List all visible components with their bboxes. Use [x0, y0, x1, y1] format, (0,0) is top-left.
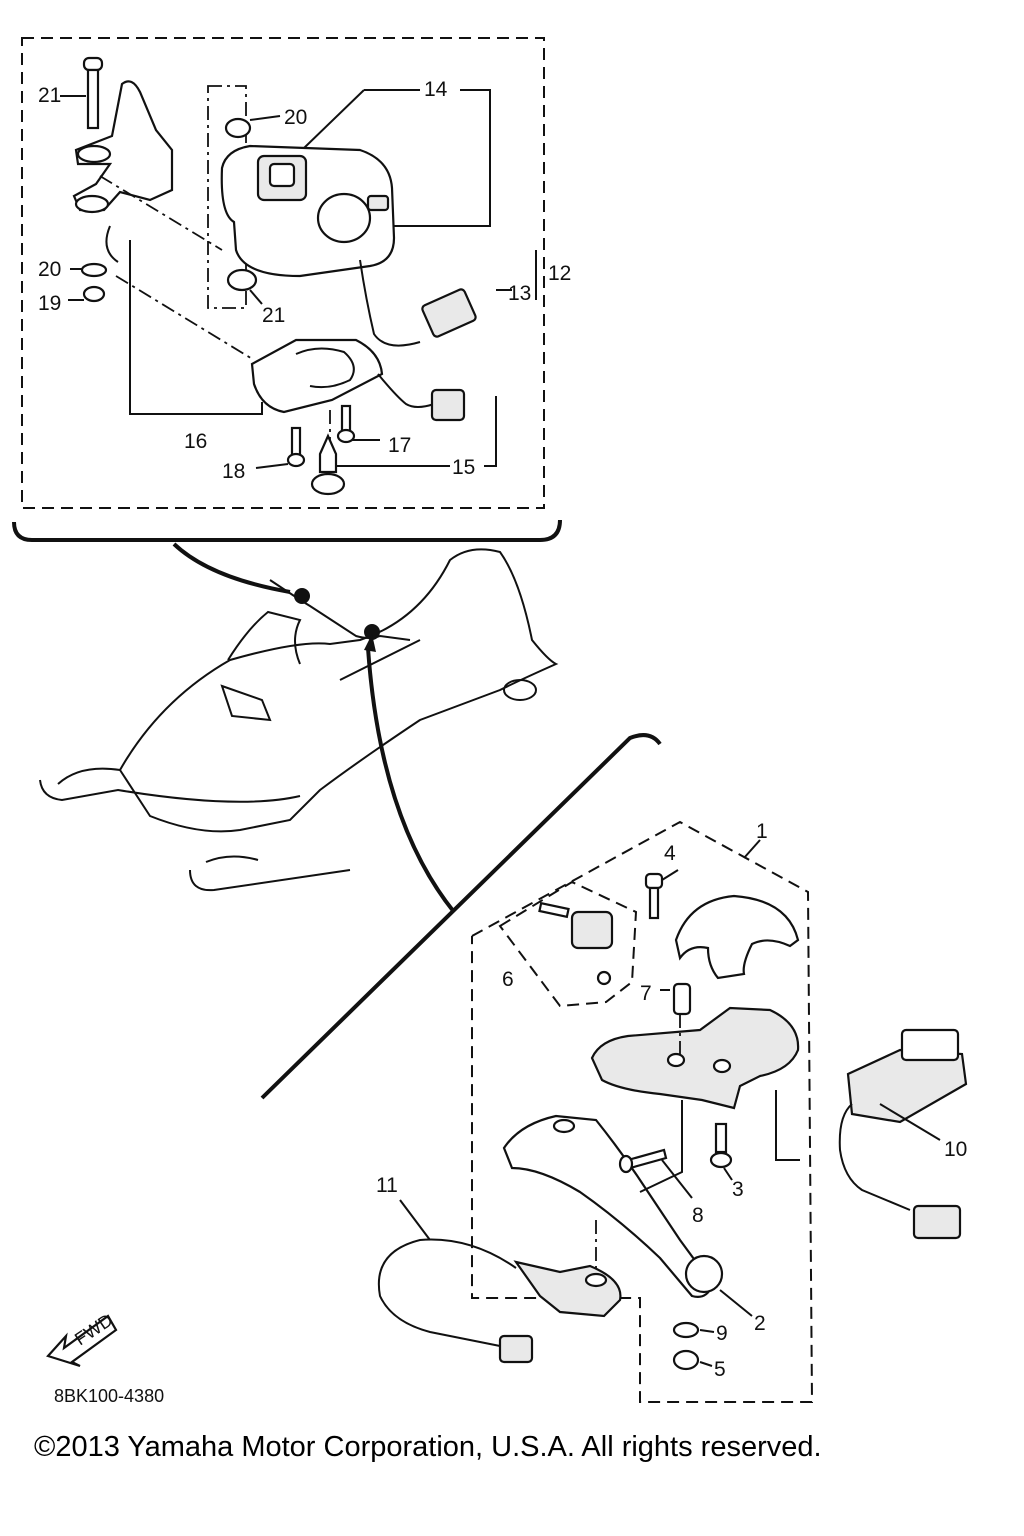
callout-labels: 21 20 14 20 19 21 13 12 16 17 18 15 1 4 … [38, 78, 967, 1381]
screw-15 [310, 396, 497, 496]
inset-bottom-bracket [260, 733, 662, 1100]
brake-lever-2 [502, 1114, 753, 1317]
callout-9: 9 [716, 1322, 728, 1345]
callout-17: 17 [388, 434, 411, 457]
marker-dot-a [294, 588, 310, 604]
switch-cable-11 [377, 1199, 622, 1364]
grommet-21-bottom [226, 268, 263, 305]
nut-19 [68, 285, 106, 303]
callout-7: 7 [640, 982, 652, 1005]
callout-18: 18 [222, 460, 245, 483]
leader-8 [639, 1100, 683, 1193]
leader-arrow-bottom [366, 647, 456, 914]
lever-holder [590, 1006, 800, 1110]
handlebar-bracket [72, 80, 174, 263]
washer-20 [70, 262, 108, 278]
screw-3 [709, 1122, 733, 1181]
inset-top-frame [21, 37, 545, 509]
grommet-21-top [224, 115, 281, 139]
switch-6 [538, 901, 614, 986]
leader-arrow-top [172, 542, 291, 594]
arrowhead [364, 634, 376, 652]
bolt-22 [60, 56, 104, 130]
callout-21-top: 20 [284, 106, 307, 129]
callout-14: 14 [424, 78, 448, 101]
grip-cover [674, 894, 800, 980]
callout-1: 1 [756, 820, 768, 843]
washer-9 [672, 1321, 715, 1339]
throttle-case-14 [220, 89, 491, 347]
callout-10: 10 [944, 1138, 967, 1161]
switch-10 [838, 1028, 968, 1240]
callout-13: 13 [508, 282, 531, 305]
inset-bottom [260, 733, 968, 1403]
lower-cover-16 [129, 240, 466, 422]
inset-bottom-frame [471, 820, 814, 1403]
callout-22: 21 [38, 84, 61, 107]
copyright-notice: ©2013 Yamaha Motor Corporation, U.S.A. A… [34, 1431, 822, 1463]
screw-17 [336, 404, 380, 444]
subassy-6-outline [498, 880, 638, 1008]
callout-16: 16 [184, 430, 207, 453]
callout-12: 12 [548, 262, 571, 285]
assembly-line-a [99, 175, 223, 251]
callout-15: 15 [452, 456, 475, 479]
callout-5: 5 [714, 1358, 726, 1381]
snowmobile-illustration [39, 542, 559, 914]
callout-6: 6 [502, 968, 514, 991]
marker-dot-b [364, 624, 380, 640]
callout-4: 4 [664, 842, 676, 865]
inset-top-bracket [12, 519, 562, 542]
collar-7 [660, 982, 692, 1016]
drawing-code: 8BK100-4380 [54, 1386, 164, 1406]
screw-18 [255, 426, 306, 469]
callout-3: 3 [732, 1178, 744, 1201]
callout-21-bottom: 21 [262, 304, 285, 327]
callout-8: 8 [692, 1204, 704, 1227]
bolt-4 [644, 869, 679, 920]
fwd-arrow: FWD [46, 1310, 118, 1368]
bracket-1 [743, 839, 761, 859]
callout-20: 20 [38, 258, 61, 281]
callout-2: 2 [754, 1312, 766, 1335]
callout-19: 19 [38, 292, 61, 315]
screw-8 [618, 1148, 693, 1199]
leader-holder [775, 1090, 800, 1161]
callout-11: 11 [376, 1174, 398, 1197]
nut-5 [672, 1349, 713, 1371]
inset-top [12, 37, 562, 542]
